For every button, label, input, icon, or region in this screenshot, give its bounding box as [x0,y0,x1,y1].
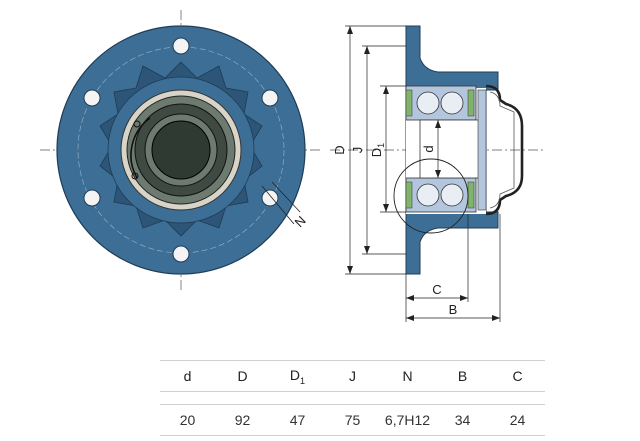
bolt-hole [261,89,279,107]
shaft-bore [151,120,211,180]
arrow [492,315,500,321]
value-b: 34 [454,412,471,428]
section-view: D J D1 d C B [330,25,545,322]
ball [440,91,464,115]
seal [467,89,475,117]
arrow [435,120,441,128]
label-d-bore: d [421,145,436,152]
label-d1-main: D [369,148,384,157]
bolt-hole [261,189,279,207]
value-d1: 47 [289,412,306,428]
table-spacer [160,392,545,404]
label-b: B [449,302,458,317]
table-mid-rule [160,404,545,405]
detail-circle [393,158,469,234]
n-leader-line [271,181,301,213]
ball [416,91,440,115]
arrow [406,315,414,321]
dimension-lines [345,25,501,322]
cover-cap [485,84,524,216]
bolt-holes [83,37,279,263]
front-view: N [40,10,320,290]
arrow [383,204,389,212]
arrow [460,295,468,301]
arrow [364,246,370,254]
header-n: N [402,368,413,384]
header-d-outer: D [237,368,248,384]
value-n: 6,7H12 [384,412,431,428]
label-d1-sub: 1 [376,143,386,148]
bolt-hole [83,189,101,207]
arrow [406,295,414,301]
bolt-hole [83,89,101,107]
header-d: d [183,368,192,384]
arrow [347,266,353,274]
label-d1: D1 [369,143,386,157]
value-j: 75 [344,412,361,428]
label-d-outer: D [332,145,347,154]
cover-inner [489,91,515,209]
label-c: C [432,282,441,297]
clip-eye [131,172,139,180]
arrow [364,46,370,54]
value-c: 24 [509,412,526,428]
arrow [383,86,389,94]
header-c: C [512,368,523,384]
clip-eye [133,120,141,128]
bolt-hole [172,245,190,263]
arrow [435,170,441,178]
value-d: 20 [179,412,196,428]
bolt-hole [172,37,190,55]
header-d1: D1 [289,366,306,386]
ball [440,183,464,207]
label-n: N [292,213,309,230]
table-row: 20 92 47 75 6,7H12 34 24 [160,405,545,435]
technical-drawing: N [40,10,545,322]
seal [405,89,413,117]
header-b: B [457,368,468,384]
n-leader-line [261,185,295,225]
table-bottom-rule [160,435,545,436]
seal [467,181,475,209]
label-j: J [350,147,365,154]
retaining-clip [130,117,151,179]
seal [405,181,413,209]
spacer [477,89,487,211]
dimension-arrows [347,26,500,321]
table-mid-rule [160,391,545,392]
upper-bearing [405,85,477,121]
value-d-outer: 92 [234,412,251,428]
bolt-circle [77,46,285,254]
arrow [347,26,353,34]
table-header-row: d D D1 J N B C [160,361,545,391]
lower-bearing [405,177,477,213]
ball [416,183,440,207]
table-top-rule [160,360,545,361]
header-j: J [349,368,356,384]
spec-table: d D D1 J N B C 20 92 47 75 6,7H12 34 24 [160,360,545,436]
